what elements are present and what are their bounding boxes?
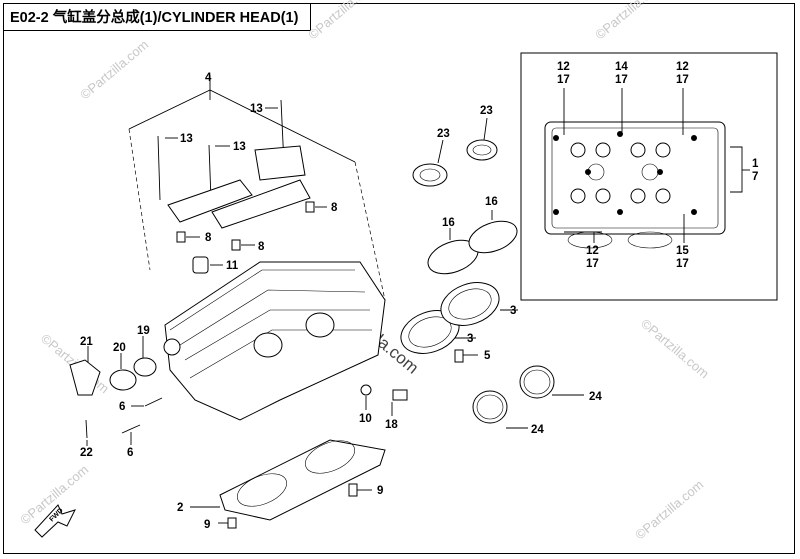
callout-13: 13 — [233, 141, 246, 153]
o-rings-24 — [472, 365, 584, 429]
inset-callout-12: 12 — [586, 245, 599, 257]
title-box: E02-2 气缸盖分总成(1)/CYLINDER HEAD(1) — [3, 3, 311, 31]
callout-9: 9 — [204, 519, 210, 531]
callout-16: 16 — [442, 217, 455, 229]
watermark-right: ©Partzilla.com — [638, 316, 712, 381]
callout-19: 19 — [137, 325, 150, 337]
intake-boots — [400, 210, 518, 354]
callout-16: 16 — [485, 196, 498, 208]
bolt-5 — [454, 349, 478, 363]
inset-callout-17: 17 — [615, 74, 628, 86]
callout-23: 23 — [480, 105, 493, 117]
inset-callout-17: 17 — [557, 74, 570, 86]
fwd-arrow: FWD — [34, 504, 76, 538]
seal-11 — [192, 256, 223, 274]
gaskets-23 — [412, 117, 498, 187]
cylinder-head — [163, 261, 386, 421]
callout-10: 10 — [359, 413, 372, 425]
inset-callout-15: 15 — [676, 245, 689, 257]
inset-callout-1: 1 — [752, 158, 759, 170]
valve-springs — [570, 142, 671, 204]
callout-8: 8 — [258, 241, 265, 253]
callout-4: 4 — [205, 72, 212, 84]
inset-callout-12: 12 — [676, 61, 689, 73]
callout-13: 13 — [250, 103, 263, 115]
callout-24: 24 — [589, 391, 602, 403]
temperature-sensor — [360, 384, 408, 416]
callout-2: 2 — [177, 502, 183, 514]
callout-22: 22 — [80, 447, 93, 459]
inset-callout-12: 12 — [557, 61, 570, 73]
watermark-left-top: ©Partzilla.com — [77, 37, 151, 102]
watermark-bottom-right: ©Partzilla.com — [632, 477, 706, 542]
callout-8: 8 — [331, 202, 338, 214]
inset-callout-17: 17 — [586, 258, 599, 270]
callout-13: 13 — [180, 133, 193, 145]
callout-20: 20 — [113, 342, 126, 354]
callout-21: 21 — [80, 336, 93, 348]
bolts-6-22 — [85, 397, 163, 446]
watermark-top: ©Partzilla.com — [305, 0, 379, 42]
camshaft-caps — [167, 145, 327, 251]
diagram-frame — [3, 3, 795, 554]
page-title: E02-2 气缸盖分总成(1)/CYLINDER HEAD(1) — [10, 10, 299, 26]
inset-callout-7: 7 — [752, 171, 758, 183]
callout-9: 9 — [377, 485, 383, 497]
inset-head-top — [544, 121, 726, 235]
callout-3: 3 — [510, 305, 516, 317]
inset-callout-17: 17 — [676, 74, 689, 86]
assembly-outline — [128, 75, 386, 301]
callout-5: 5 — [484, 350, 491, 362]
head-gasket — [190, 439, 386, 529]
inset-callout-17: 17 — [676, 258, 689, 270]
thermostat-housing — [69, 336, 157, 396]
callout-3: 3 — [467, 333, 473, 345]
callout-8: 8 — [205, 232, 212, 244]
watermark-right-top: ©Partzilla.com — [592, 0, 666, 42]
callout-18: 18 — [385, 419, 398, 431]
callout-6: 6 — [119, 401, 125, 413]
top-view-inset: 12 17 14 17 12 17 1 7 12 17 15 17 — [520, 52, 778, 301]
inset-callout-14: 14 — [615, 61, 628, 73]
torque-points — [553, 131, 697, 215]
callout-labels: 4 13 13 13 8 8 8 11 23 23 16 16 3 3 5 21… — [80, 72, 602, 531]
callout-23: 23 — [437, 128, 450, 140]
callout-11: 11 — [226, 260, 239, 272]
callout-24: 24 — [531, 424, 544, 436]
callout-6: 6 — [127, 447, 133, 459]
